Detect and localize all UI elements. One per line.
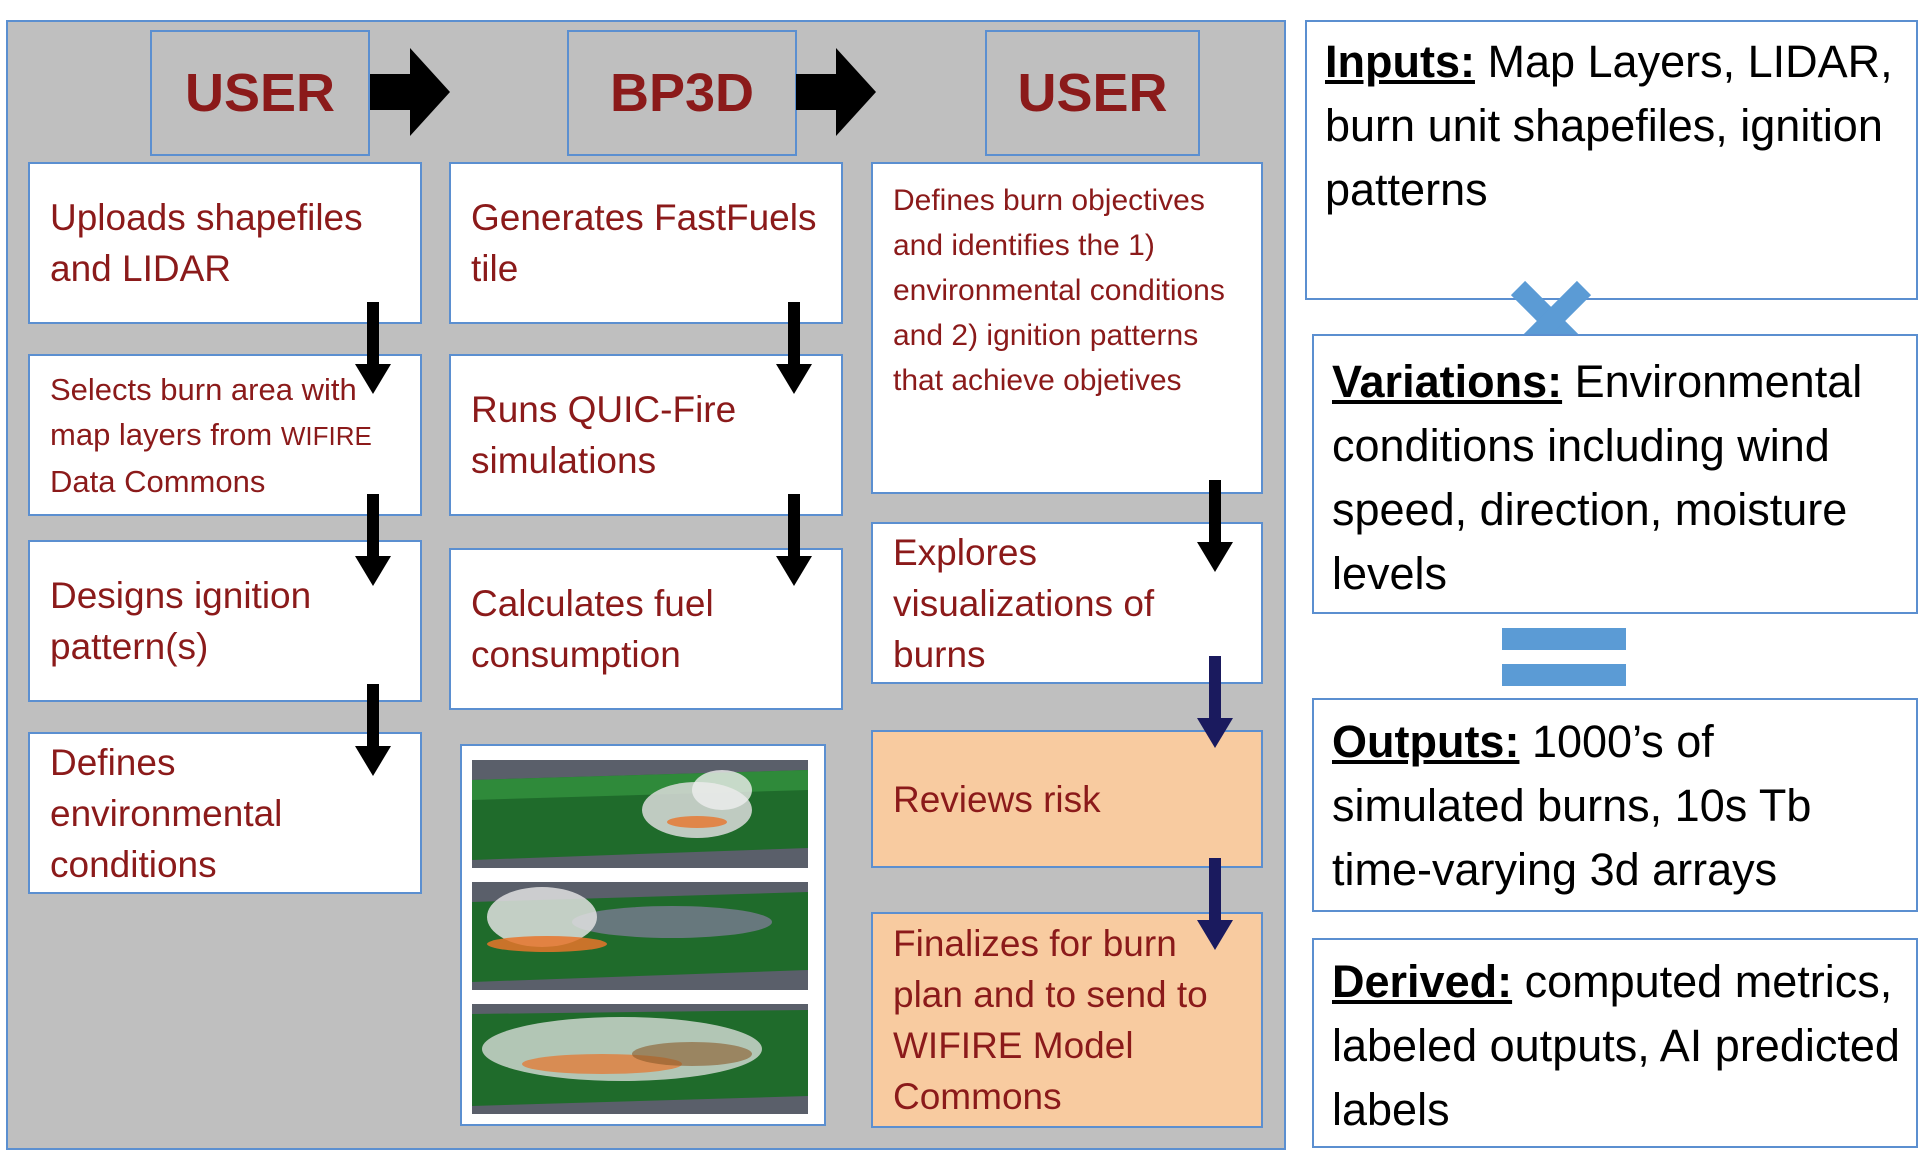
step-reviews-risk: Reviews risk — [871, 730, 1263, 868]
simulation-render-1 — [472, 760, 808, 868]
step-defines-burn-objectives: Defines burn objectives and identifies t… — [871, 162, 1263, 494]
header-bp3d: BP3D — [567, 30, 797, 156]
outputs-text: 1000’s of simulated burns, 10s Tb time-v… — [1332, 716, 1812, 895]
down-arrow-left-2-icon — [355, 494, 391, 586]
equals-icon — [1502, 628, 1626, 686]
header-arrow-1-icon — [370, 48, 450, 136]
step-calculates-fuel: Calculates fuel consumption — [449, 548, 843, 710]
down-arrow-mid-1-icon — [776, 302, 812, 394]
step-uploads-shapefiles: Uploads shapefiles and LIDAR — [28, 162, 422, 324]
inputs-panel: Inputs: Map Layers, LIDAR, burn unit sha… — [1305, 20, 1918, 300]
variations-term: Variations: — [1332, 356, 1563, 407]
down-arrow-mid-2-icon — [776, 494, 812, 586]
derived-text: computed metrics, labeled outputs, AI pr… — [1332, 956, 1900, 1135]
variations-text: Environmental conditions including wind … — [1332, 356, 1863, 599]
step-explores-visualizations: Explores visualizations of burns — [871, 522, 1263, 684]
outputs-term: Outputs: — [1332, 716, 1520, 767]
inputs-term: Inputs: — [1325, 36, 1475, 87]
down-arrow-left-3-icon — [355, 684, 391, 776]
step-finalizes-burn-plan: Finalizes for burn plan and to send to W… — [871, 912, 1263, 1128]
down-arrow-right-2-icon — [1197, 656, 1233, 748]
header-arrow-2-icon — [796, 48, 876, 136]
step-designs-ignition: Designs ignition pattern(s) — [28, 540, 422, 702]
outputs-panel: Outputs: 1000’s of simulated burns, 10s … — [1312, 698, 1918, 912]
step-runs-quic-fire: Runs QUIC-Fire simulations — [449, 354, 843, 516]
variations-panel: Variations: Environmental conditions inc… — [1312, 334, 1918, 614]
derived-term: Derived: — [1332, 956, 1513, 1007]
header-user-left: USER — [150, 30, 370, 156]
down-arrow-right-3-icon — [1197, 858, 1233, 950]
header-user-right: USER — [985, 30, 1200, 156]
step-selects-burn-area: Selects burn area with map layers from W… — [28, 354, 422, 516]
down-arrow-right-1-icon — [1197, 480, 1233, 572]
simulation-render-3 — [472, 1004, 808, 1114]
simulation-render-2 — [472, 882, 808, 990]
step-generates-fastfuels: Generates FastFuels tile — [449, 162, 843, 324]
down-arrow-left-1-icon — [355, 302, 391, 394]
step-defines-environmental: Defines environmental conditions — [28, 732, 422, 894]
derived-panel: Derived: computed metrics, labeled outpu… — [1312, 938, 1918, 1148]
inputs-text: Map Layers, LIDAR, burn unit shapefiles,… — [1325, 36, 1893, 215]
simulation-images-frame — [460, 744, 826, 1126]
